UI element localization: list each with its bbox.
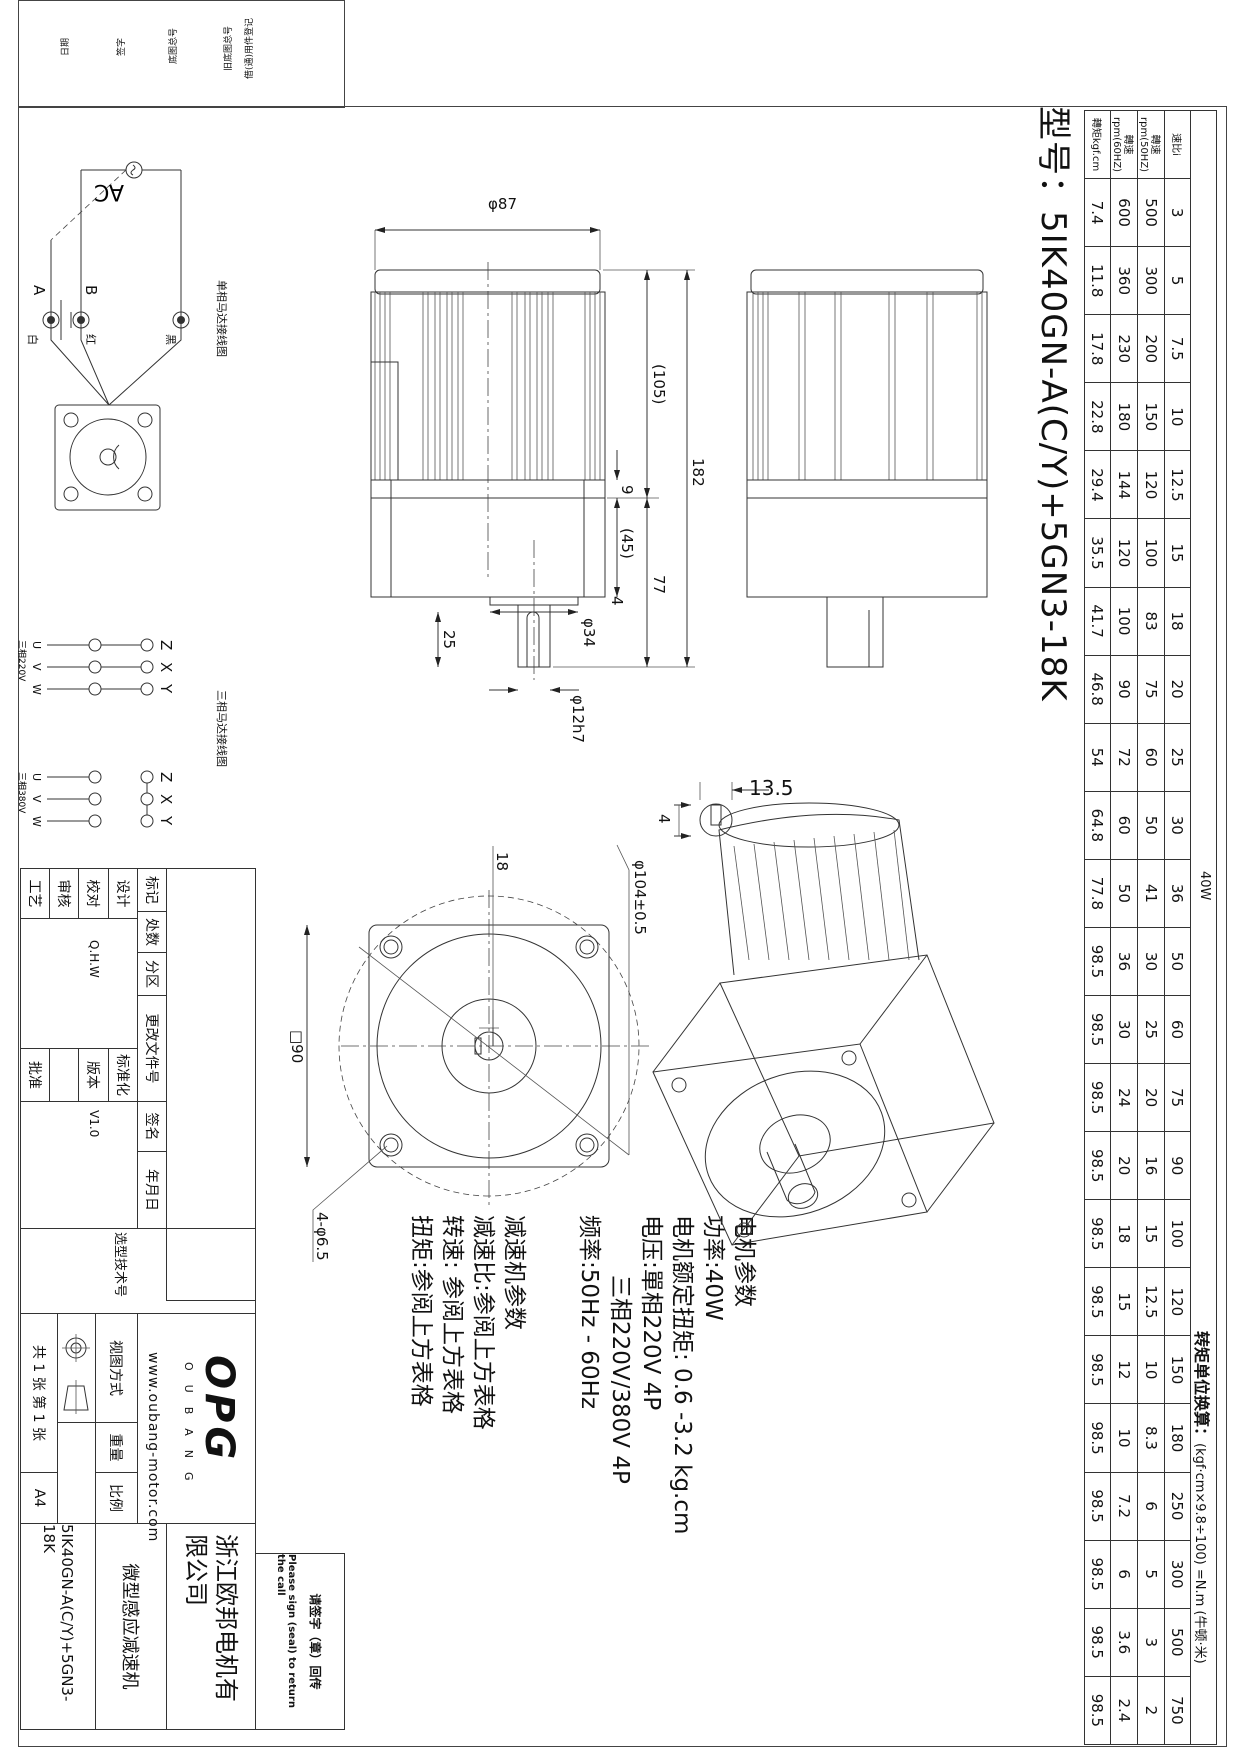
motor-top-view <box>746 269 988 668</box>
wire-black-label: 黑 <box>164 334 177 345</box>
motor-isometric-view <box>652 802 995 1246</box>
svg-text:U: U <box>30 773 43 781</box>
ac-label: AC <box>94 179 124 204</box>
motor-front-view: □90 18 φ104±0.5 4-φ6.5 <box>288 844 649 1262</box>
dim-key-13.5: 13.5 <box>749 776 794 800</box>
dim-key-4: 4 <box>655 814 673 824</box>
dim-pcd-104: φ104±0.5 <box>631 860 649 935</box>
terminal-a-label: A <box>30 285 48 296</box>
first-angle-projection-icon <box>62 1334 91 1414</box>
three-phase-title: 三相马达接线图 <box>215 690 229 767</box>
dim-length-4: 4 <box>608 596 626 606</box>
dim-square-90: □90 <box>288 1030 306 1063</box>
y-label: Y <box>157 683 175 694</box>
svg-text:Y: Y <box>157 815 175 826</box>
three-phase-wiring-diagram: 三相马达接线图 U V W Z X Y U V W Z X Y 三相2 <box>16 638 229 828</box>
dim-length-45: (45) <box>618 528 636 559</box>
3phase-380v-label: 三相380V <box>16 772 28 814</box>
dim-length-25: 25 <box>440 630 458 649</box>
dim-length-77: 77 <box>650 575 668 594</box>
w-label: W <box>30 684 43 695</box>
dim-length-182: 182 <box>689 458 707 487</box>
dim-holes-4x6.5: 4-φ6.5 <box>313 1212 331 1261</box>
single-phase-wiring-diagram: 单相马达接线图 AC A B 白 红 黑 <box>26 161 229 511</box>
motor-side-view: φ87 182 (105) 77 9 (45) 4 φ34 25 φ12h7 <box>370 195 707 743</box>
wire-red-label: 红 <box>84 334 97 345</box>
terminal-b-label: B <box>82 285 100 295</box>
svg-text:W: W <box>30 816 43 827</box>
svg-text:Z: Z <box>157 772 175 782</box>
projection-symbol <box>57 1313 96 1423</box>
dim-diameter-34: φ34 <box>580 618 598 647</box>
dim-length-9: 9 <box>618 485 636 495</box>
svg-text:X: X <box>157 794 175 804</box>
svg-text:V: V <box>30 795 43 803</box>
z-label: Z <box>157 640 175 650</box>
dim-length-105: (105) <box>650 364 668 404</box>
u-label: U <box>30 641 43 649</box>
motor-face-icon <box>54 404 161 511</box>
single-phase-title: 单相马达接线图 <box>215 280 229 357</box>
wire-white-label: 白 <box>26 334 40 345</box>
v-label: V <box>30 663 43 671</box>
3phase-220v-label: 三相220V <box>16 640 28 682</box>
dim-shaft-diameter: φ12h7 <box>569 695 587 743</box>
dim-diameter-87: φ87 <box>488 195 517 213</box>
x-label: X <box>157 662 175 672</box>
key-detail: 13.5 4 <box>655 776 794 839</box>
dim-18: 18 <box>493 852 511 871</box>
